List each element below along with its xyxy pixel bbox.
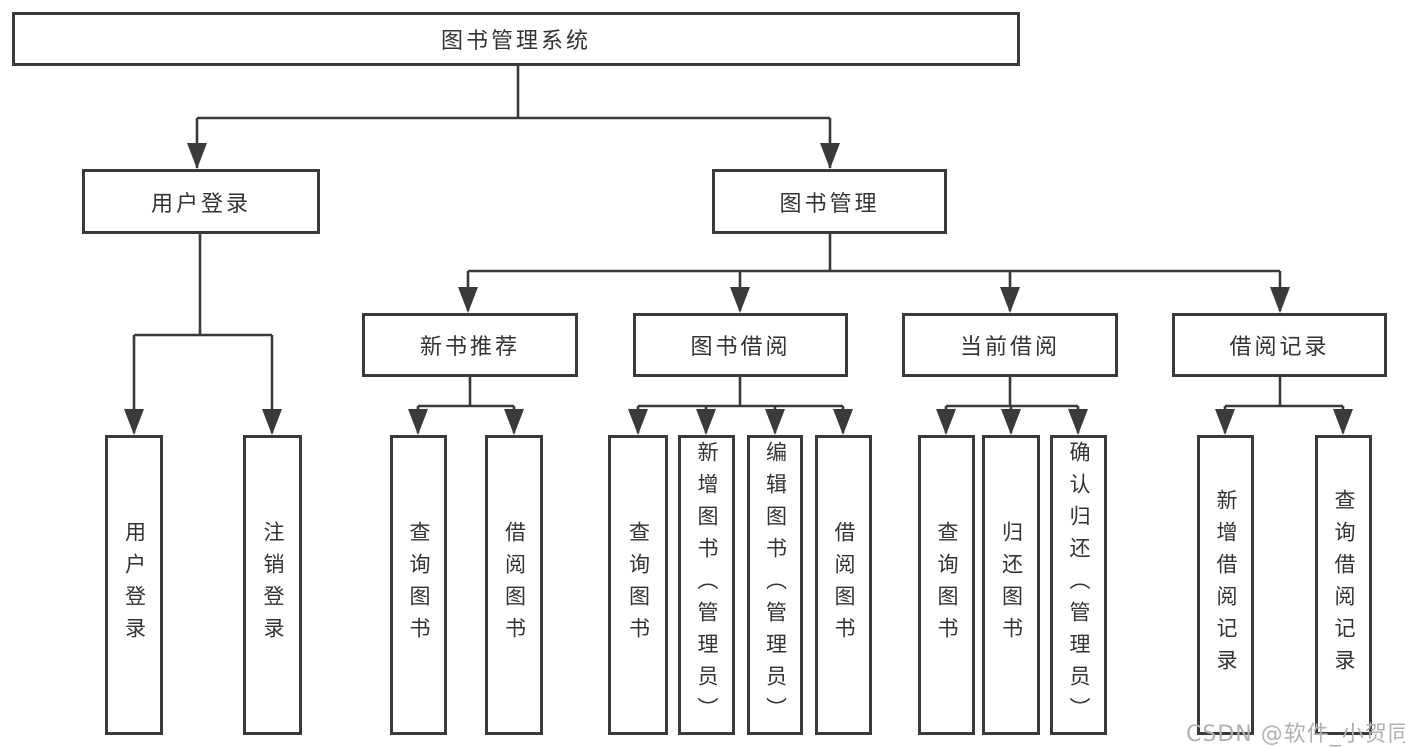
connector-new-book-recommend [416, 377, 516, 433]
node-root-label: 图书管理系统 [440, 29, 591, 54]
node-leaf-borrow-books-1-label: 借阅图书 [502, 521, 527, 649]
node-book-borrowing-label: 图书借阅 [690, 335, 791, 360]
node-current-borrowing-label: 当前借阅 [959, 335, 1060, 360]
node-leaf-user-login-label: 用户登录 [122, 521, 147, 649]
node-leaf-return-books-label: 归还图书 [999, 521, 1024, 649]
node-leaf-logout: 注销登录 [243, 435, 302, 735]
node-leaf-confirm-return-admin-label: 确认归还（管理员） [1067, 441, 1092, 729]
node-leaf-add-books-admin: 新增图书（管理员） [678, 435, 735, 735]
node-leaf-borrow-books-2: 借阅图书 [815, 435, 872, 735]
node-leaf-query-books-2-label: 查询图书 [626, 521, 651, 649]
node-book-borrowing: 图书借阅 [633, 313, 848, 377]
node-leaf-query-books-1: 查询图书 [390, 435, 447, 735]
node-leaf-edit-books-admin-label: 编辑图书（管理员） [763, 441, 788, 729]
watermark: CSDN @软件_小贺同学 [1186, 722, 1405, 747]
connector-user-login [132, 234, 274, 433]
node-new-book-recommend-label: 新书推荐 [419, 335, 520, 360]
node-book-management-label: 图书管理 [779, 191, 880, 217]
arrowheads [124, 143, 1353, 435]
node-leaf-query-borrow-record-label: 查询借阅记录 [1332, 489, 1357, 681]
node-leaf-confirm-return-admin: 确认归还（管理员） [1050, 435, 1107, 735]
node-user-login-label: 用户登录 [150, 191, 251, 217]
node-user-login: 用户登录 [82, 169, 320, 234]
connector-root [195, 65, 832, 168]
node-leaf-query-books-2: 查询图书 [608, 435, 668, 735]
connector-book-borrowing [636, 377, 845, 433]
connector-book-management [466, 234, 1282, 311]
node-root: 图书管理系统 [12, 12, 1020, 66]
node-book-management: 图书管理 [712, 169, 947, 234]
node-leaf-add-borrow-record-label: 新增借阅记录 [1214, 489, 1239, 681]
node-leaf-user-login: 用户登录 [105, 435, 163, 735]
node-new-book-recommend: 新书推荐 [362, 313, 578, 377]
node-leaf-query-books-3: 查询图书 [918, 435, 975, 735]
connector-borrowing-records [1223, 377, 1345, 433]
node-borrowing-records: 借阅记录 [1172, 313, 1387, 377]
node-leaf-borrow-books-2-label: 借阅图书 [832, 521, 857, 649]
node-leaf-borrow-books-1: 借阅图书 [485, 435, 543, 735]
node-leaf-query-books-1-label: 查询图书 [407, 521, 432, 649]
node-leaf-query-books-3-label: 查询图书 [935, 521, 960, 649]
node-current-borrowing: 当前借阅 [902, 313, 1118, 377]
node-leaf-logout-label: 注销登录 [261, 521, 286, 649]
node-leaf-query-borrow-record: 查询借阅记录 [1315, 435, 1372, 735]
node-leaf-return-books: 归还图书 [982, 435, 1040, 735]
node-leaf-edit-books-admin: 编辑图书（管理员） [747, 435, 803, 735]
node-leaf-add-books-admin-label: 新增图书（管理员） [695, 441, 720, 729]
node-borrowing-records-label: 借阅记录 [1229, 335, 1330, 360]
node-leaf-add-borrow-record: 新增借阅记录 [1197, 435, 1254, 735]
